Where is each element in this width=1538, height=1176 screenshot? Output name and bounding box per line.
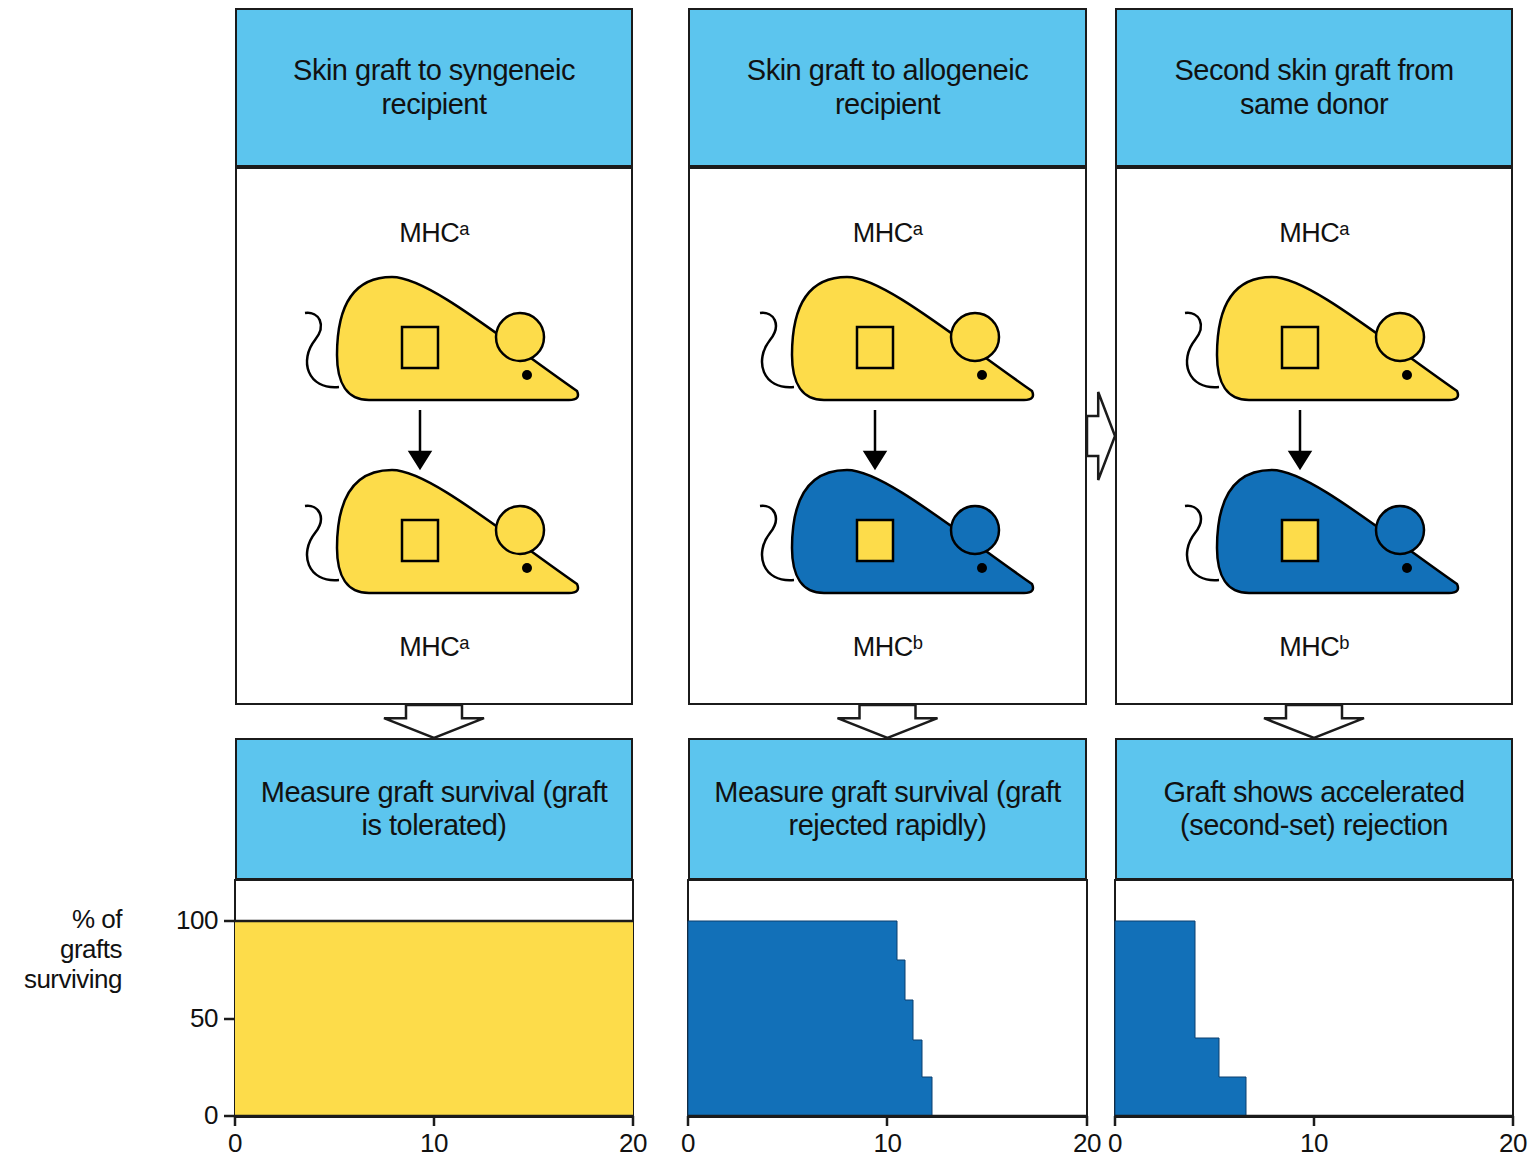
- tick-label: 10: [874, 1129, 902, 1159]
- transfer-arrows: [410, 410, 1310, 468]
- mhc-label: MHCᵃ: [1117, 217, 1511, 249]
- header-box: Measure graft survival (graft is tolerat…: [235, 738, 633, 880]
- arrowhead: [1290, 452, 1310, 468]
- skin-graft: [1282, 520, 1318, 561]
- tick-label: 20: [619, 1129, 647, 1159]
- tick-label: 10: [420, 1129, 448, 1159]
- tick: [1114, 1116, 1117, 1126]
- tick: [224, 1115, 235, 1118]
- arrowhead: [410, 452, 430, 468]
- tick: [632, 1116, 635, 1126]
- tick-label: 20: [1499, 1129, 1527, 1159]
- block-arrow: [1264, 705, 1364, 738]
- header-box: Graft shows accelerated (second-set) rej…: [1115, 738, 1513, 880]
- header-box: Skin graft to syngeneic recipient: [235, 8, 633, 167]
- header-box: Measure graft survival (graft rejected r…: [688, 738, 1087, 880]
- tick: [224, 920, 235, 923]
- survival-area: [1115, 921, 1246, 1116]
- tick: [1512, 1116, 1515, 1126]
- tick: [433, 1116, 436, 1126]
- tick-label: 50: [190, 1004, 218, 1034]
- chart-frame: [1115, 880, 1513, 1117]
- recipient-mouse: [1185, 470, 1458, 593]
- mhc-label: MHCᵇ: [690, 631, 1085, 663]
- skin-graft: [857, 520, 893, 561]
- mhc-label: MHCᵃ: [237, 631, 631, 663]
- donor-mouse: [760, 277, 1033, 400]
- axis-line: [235, 920, 633, 923]
- block-arrow: [838, 705, 938, 738]
- arrowhead: [865, 452, 885, 468]
- tick: [687, 1116, 690, 1126]
- skin-patch: [857, 327, 893, 368]
- recipient-mouse: [760, 470, 1033, 593]
- header-text: Measure graft survival (graft is tolerat…: [254, 776, 614, 843]
- header-text: Graft shows accelerated (second-set) rej…: [1134, 776, 1494, 843]
- header-box: Second skin graft from same donor: [1115, 8, 1513, 167]
- block-arrow: [384, 705, 484, 738]
- survival-area: [688, 921, 932, 1116]
- tick-label: 0: [681, 1129, 695, 1159]
- experiment-panel: MHCᵃMHCᵃ: [235, 167, 633, 705]
- tick: [234, 1116, 237, 1126]
- transfer-arrow: [1299, 410, 1302, 455]
- skin-graft: [402, 520, 438, 561]
- tick-label: 0: [204, 1101, 218, 1131]
- survival-area: [235, 921, 633, 1116]
- donor-mouse: [305, 277, 578, 400]
- mhc-label: MHCᵇ: [1117, 631, 1511, 663]
- tick: [1313, 1116, 1316, 1126]
- experiment-panel: MHCᵃMHCᵇ: [1115, 167, 1513, 705]
- tick: [1086, 1116, 1089, 1126]
- header-text: Second skin graft from same donor: [1164, 54, 1464, 121]
- tick: [224, 1018, 235, 1021]
- header-text: Skin graft to allogeneic recipient: [738, 54, 1038, 121]
- tick-label: 20: [1073, 1129, 1101, 1159]
- header-text: Measure graft survival (graft rejected r…: [708, 776, 1068, 843]
- transfer-arrow: [874, 410, 877, 455]
- skin-patch: [402, 327, 438, 368]
- chart-frame: [688, 880, 1087, 1117]
- tick-label: 100: [176, 906, 218, 936]
- survival-charts: [224, 880, 1513, 1126]
- recipient-mouse: [305, 470, 578, 593]
- donor-mouse: [1185, 277, 1458, 400]
- tick: [886, 1116, 889, 1126]
- block-arrow: [1087, 392, 1115, 480]
- mouse-group: [305, 277, 1458, 593]
- skin-patch: [1282, 327, 1318, 368]
- tick-label: 0: [228, 1129, 242, 1159]
- tick-label: 0: [1108, 1129, 1122, 1159]
- transfer-arrow: [419, 410, 422, 455]
- mhc-label: MHCᵃ: [690, 217, 1085, 249]
- mhc-label: MHCᵃ: [237, 217, 631, 249]
- tick-label: 10: [1300, 1129, 1328, 1159]
- header-text: Skin graft to syngeneic recipient: [284, 54, 584, 121]
- experiment-panel: MHCᵃMHCᵇ: [688, 167, 1087, 705]
- axes: [224, 921, 1513, 1126]
- header-box: Skin graft to allogeneic recipient: [688, 8, 1087, 167]
- chart-frame: [235, 880, 633, 1117]
- axis-title: % of grafts surviving: [4, 905, 122, 995]
